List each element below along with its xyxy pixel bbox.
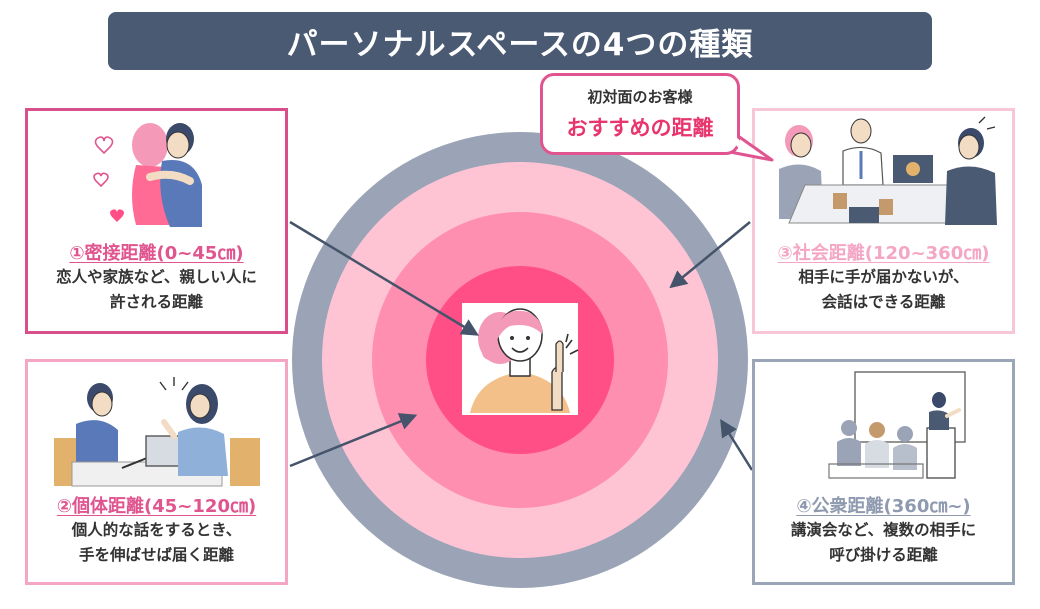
arrow-public [720,419,754,471]
recommended-callout: 初対面のお客様 おすすめの距離 [540,73,740,155]
callout-line2: おすすめの距離 [566,116,714,140]
woman-pointing-icon [462,303,579,415]
page-title: パーソナルスペースの4つの種類 [286,26,754,63]
desc-social: 相手に手が届かないが、 会話はできる距離 [755,265,1012,315]
heading-personal: ②個体距離(45~120㎝) [56,496,257,517]
desc-intimate-line1: 恋人や家族など、親しい人に [56,268,257,286]
desc-personal: 個人的な話をするとき、 手を伸ばせば届く距離 [28,518,285,568]
hugging-couple-icon [93,123,202,227]
lecture-audience-icon [828,371,966,479]
desc-intimate: 恋人や家族など、親しい人に 許される距離 [28,265,285,315]
desc-public-line1: 講演会など、複数の相手に [790,521,977,539]
desc-public: 講演会など、複数の相手に 呼び掛ける距離 [755,518,1012,568]
arrow-social [669,221,751,289]
desc-social-line1: 相手に手が届かないが、 [798,268,969,286]
desc-personal-line2: 手を伸ばせば届く距離 [78,546,234,564]
title-banner: パーソナルスペースの4つの種類 [108,12,932,70]
arrow-intimate [289,220,479,336]
heading-social: ③社会距離(120~360㎝) [777,243,990,264]
heading-public: ④公衆距離(360㎝~) [796,496,971,517]
zone-card-intimate: ①密接距離(0~45㎝) 恋人や家族など、親しい人に 許される距離 [25,108,288,334]
office-meeting-icon [779,116,997,225]
desc-intimate-line2: 許される距離 [109,293,203,311]
arrow-personal [289,413,418,468]
zone-card-social: ③社会距離(120~360㎝) 相手に手が届かないが、 会話はできる距離 [752,108,1015,334]
zone-card-public: ④公衆距離(360㎝~) 講演会など、複数の相手に 呼び掛ける距離 [752,359,1015,585]
callout-line1: 初対面のお客様 [587,88,693,106]
desc-public-line2: 呼び掛ける距離 [829,546,938,564]
desc-personal-line1: 個人的な話をするとき、 [71,521,242,539]
heading-intimate: ①密接距離(0~45㎝) [69,243,244,264]
zone-card-personal: ②個体距離(45~120㎝) 個人的な話をするとき、 手を伸ばせば届く距離 [25,359,288,585]
desc-social-line2: 会話はできる距離 [821,293,946,311]
two-person-meeting-icon [54,377,260,487]
